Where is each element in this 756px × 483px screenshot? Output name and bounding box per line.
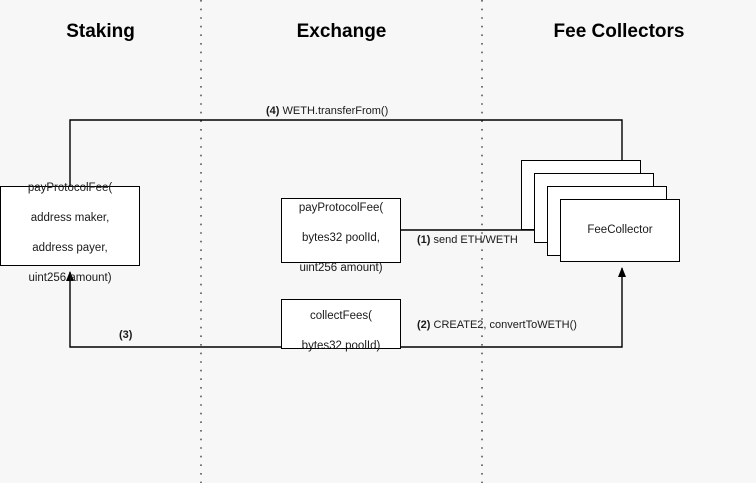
connector-create2-converttoweth bbox=[401, 267, 626, 348]
edge-number: (2) bbox=[417, 319, 431, 331]
edge-text: send ETH/WETH bbox=[430, 234, 518, 246]
edge-label-send-eth-weth: (1) send ETH/WETH bbox=[417, 234, 518, 246]
node-line: FeeCollector bbox=[587, 224, 653, 236]
node-line: payProtocolFee( bbox=[27, 182, 113, 194]
edge-text: WETH.transferFrom() bbox=[279, 105, 389, 117]
edge-label-weth-transferfrom: (4) WETH.transferFrom() bbox=[266, 105, 388, 117]
node-line: uint256 amount) bbox=[299, 261, 383, 274]
node-line: address payer, bbox=[32, 242, 108, 254]
node-line: payProtocolFee( bbox=[298, 201, 384, 214]
lane-title-fee-collectors: Fee Collectors bbox=[553, 21, 685, 42]
node-line: collectFees( bbox=[309, 310, 372, 322]
node-fee-collector[interactable]: FeeCollector bbox=[560, 199, 680, 262]
node-line: bytes32 poolId) bbox=[301, 340, 381, 352]
edge-number: (3) bbox=[119, 329, 133, 341]
connector-weth-transferfrom bbox=[69, 119, 626, 194]
node-line: uint256 amount) bbox=[28, 272, 112, 284]
edge-label-create2-converttoweth: (2) CREATE2, convertToWETH() bbox=[417, 319, 577, 331]
lane-title-exchange: Exchange bbox=[296, 21, 387, 42]
node-staking-pay-protocol-fee[interactable]: payProtocolFee( address maker, address p… bbox=[0, 182, 140, 284]
edge-label-3: (3) bbox=[119, 329, 132, 341]
edge-text: CREATE2, convertToWETH() bbox=[430, 319, 577, 331]
edge-number: (4) bbox=[266, 105, 280, 117]
lane-title-staking: Staking bbox=[66, 21, 135, 42]
edge-number: (1) bbox=[417, 234, 431, 246]
node-line: bytes32 poolId, bbox=[301, 231, 380, 244]
node-line: address maker, bbox=[30, 212, 110, 224]
node-exchange-collect-fees[interactable]: collectFees( bytes32 poolId) bbox=[281, 299, 401, 352]
connector-3 bbox=[66, 271, 281, 348]
node-exchange-pay-protocol-fee[interactable]: payProtocolFee( bytes32 poolId, uint256 … bbox=[281, 198, 401, 274]
